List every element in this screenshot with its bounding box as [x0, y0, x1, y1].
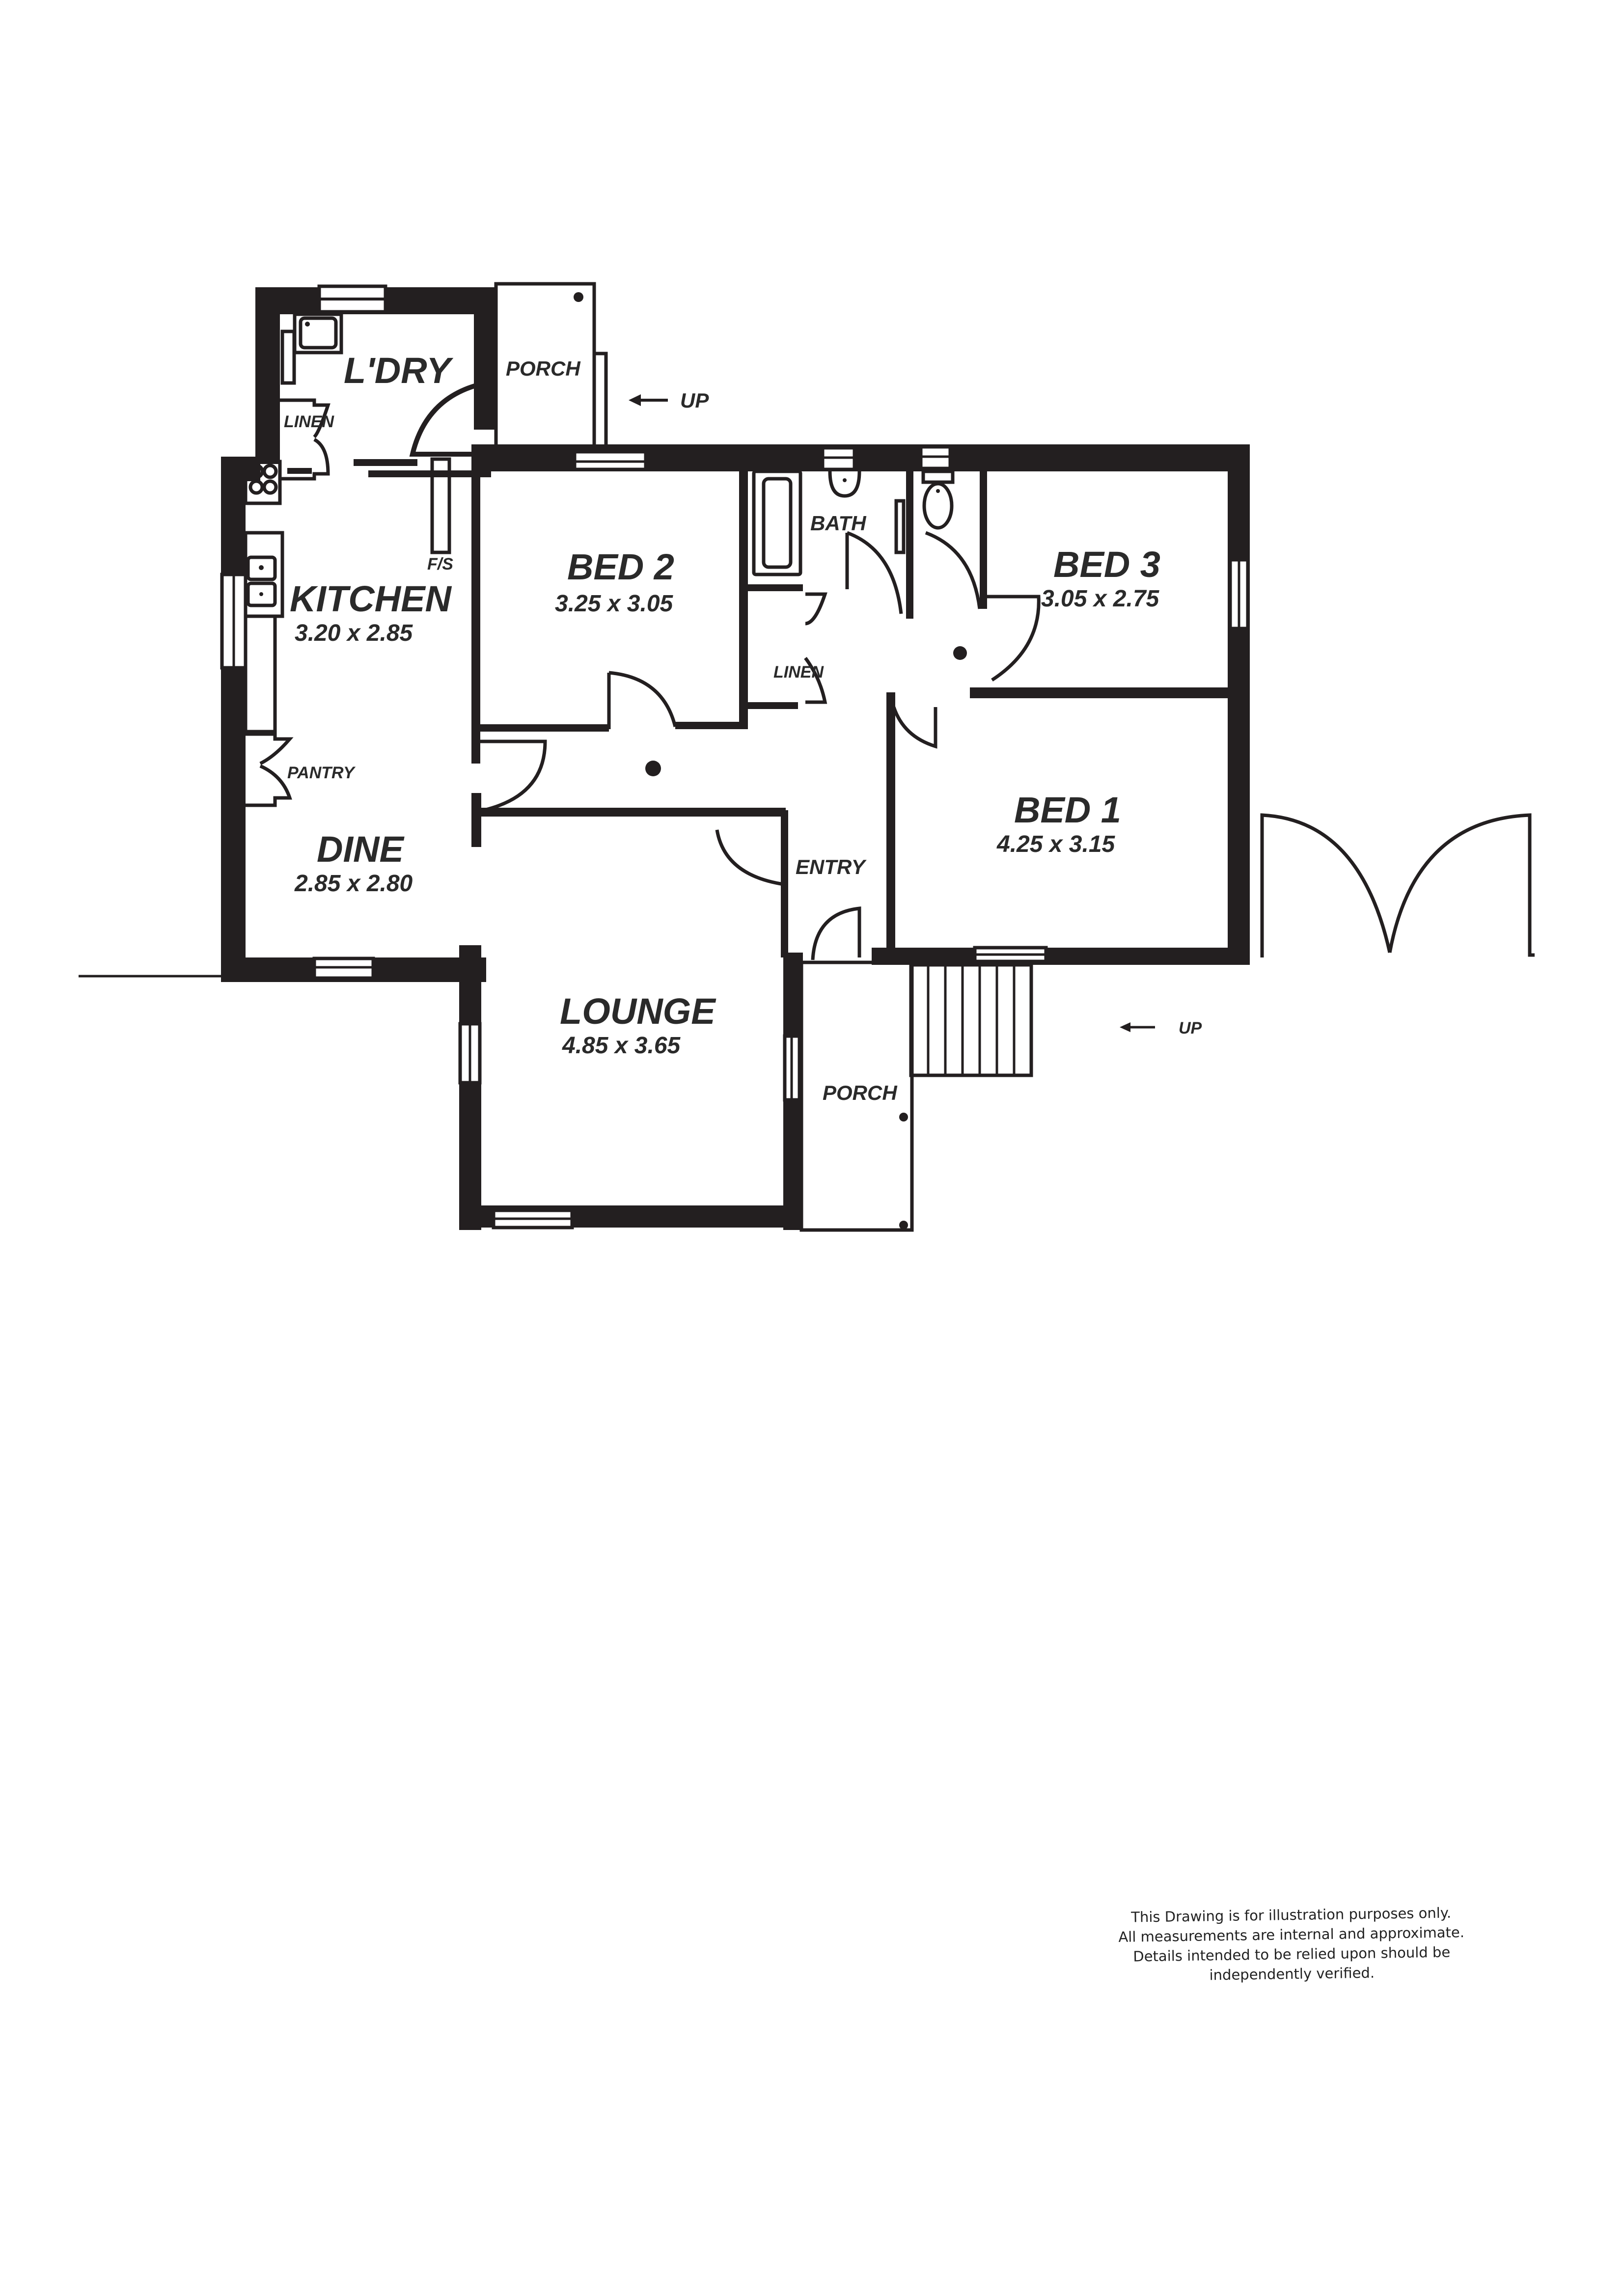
rear-up-label: UP [680, 389, 709, 412]
pantry-label: PANTRY [287, 764, 356, 782]
toilet-icon [921, 469, 955, 530]
laundry-linen-label: LINEN [284, 412, 334, 431]
laundry-label: L'DRY [344, 350, 453, 391]
rear-up-arrow-icon [629, 394, 668, 406]
lounge-dimensions: 4.85 x 3.65 [562, 1033, 681, 1059]
bathtub-icon [752, 469, 802, 576]
french-doors-icon [1260, 813, 1535, 957]
stove-icon [244, 460, 282, 505]
bed2-label: BED 2 [567, 547, 674, 587]
lounge-label: LOUNGE [560, 991, 716, 1032]
basin-icon [828, 471, 861, 498]
front-porch-light-icon [899, 1113, 908, 1121]
kitchen-label: KITCHEN [290, 578, 452, 619]
bath-label: BATH [810, 512, 867, 535]
fridge-space-label: F/S [427, 555, 453, 574]
front-up-label: UP [1179, 1019, 1202, 1038]
dine-dimensions: 2.85 x 2.80 [294, 871, 413, 897]
front-stairs [909, 963, 1033, 1077]
hall-light-icon [645, 761, 661, 776]
kitchen-dimensions: 3.20 x 2.85 [295, 620, 413, 646]
front-porch-outline [799, 960, 914, 1232]
front-up-arrow-icon [1120, 1022, 1155, 1032]
bed1-dimensions: 4.25 x 3.15 [996, 831, 1116, 857]
disclaimer-note: This Drawing is for illustration purpose… [1100, 1903, 1484, 1987]
bed3-dimensions: 3.05 x 2.75 [1041, 586, 1160, 612]
front-porch-label: PORCH [823, 1081, 898, 1104]
kitchen-sink-icon [246, 555, 277, 607]
bed3-label: BED 3 [1053, 544, 1160, 585]
hall-linen-label: LINEN [773, 663, 824, 682]
rear-porch-label: PORCH [506, 357, 581, 380]
bed1-label: BED 1 [1014, 790, 1121, 830]
hall-light-2-icon [953, 646, 967, 660]
porch-light-icon [574, 292, 583, 302]
bed2-dimensions: 3.25 x 3.05 [555, 591, 674, 617]
dine-label: DINE [317, 829, 405, 870]
entry-label: ENTRY [796, 855, 867, 878]
